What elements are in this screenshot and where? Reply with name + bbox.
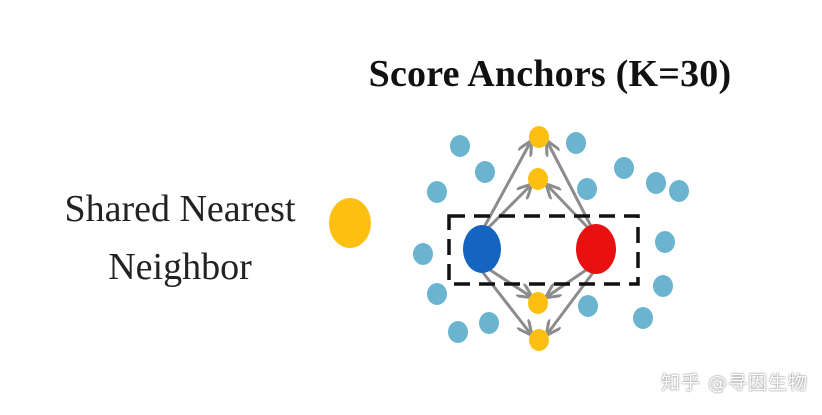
neighbor-dot	[427, 181, 447, 203]
legend-label: Shared Nearest Neighbor	[40, 180, 320, 296]
legend-label-line2: Neighbor	[108, 246, 252, 288]
anchor-pair-box	[447, 214, 640, 286]
anchor-cell-red	[576, 224, 616, 274]
neighbor-dot	[479, 312, 499, 334]
edge-arrow	[482, 186, 530, 234]
neighbor-dot	[448, 321, 468, 343]
shared-neighbor-dot	[528, 168, 548, 190]
edge-arrow	[548, 186, 594, 234]
edge-arrow	[482, 264, 530, 296]
neighbor-dot	[578, 295, 598, 317]
neighbor-dot	[633, 307, 653, 329]
neighbor-dot	[646, 172, 666, 194]
watermark: 知乎 @寻因生物	[660, 372, 808, 394]
anchor-cell-blue	[463, 225, 501, 273]
edge-arrow	[548, 264, 594, 296]
edge-arrow	[548, 268, 597, 333]
edge-arrow	[479, 268, 530, 333]
legend-label-line1: Shared Nearest	[64, 188, 296, 230]
neighbor-dot	[614, 157, 634, 179]
neighbor-dot	[655, 231, 675, 253]
diagram-title: Score Anchors (K=30)	[368, 53, 732, 95]
neighbor-dot	[669, 180, 689, 202]
shared-neighbor-dot	[529, 329, 549, 351]
neighbor-dot	[427, 283, 447, 305]
edge-arrow	[480, 143, 530, 233]
neighbor-dot	[566, 132, 586, 154]
neighbor-dot	[413, 243, 433, 265]
neighbor-dot	[577, 178, 597, 200]
shared-neighbor-dot	[529, 126, 549, 148]
legend-shared-neighbor-marker	[329, 198, 371, 248]
neighbor-dot	[450, 135, 470, 157]
shared-neighbors	[528, 126, 549, 351]
neighbor-dot	[475, 161, 495, 183]
neighbor-cells	[413, 132, 689, 343]
shared-neighbor-dot	[528, 292, 548, 314]
neighbor-dot	[653, 275, 673, 297]
